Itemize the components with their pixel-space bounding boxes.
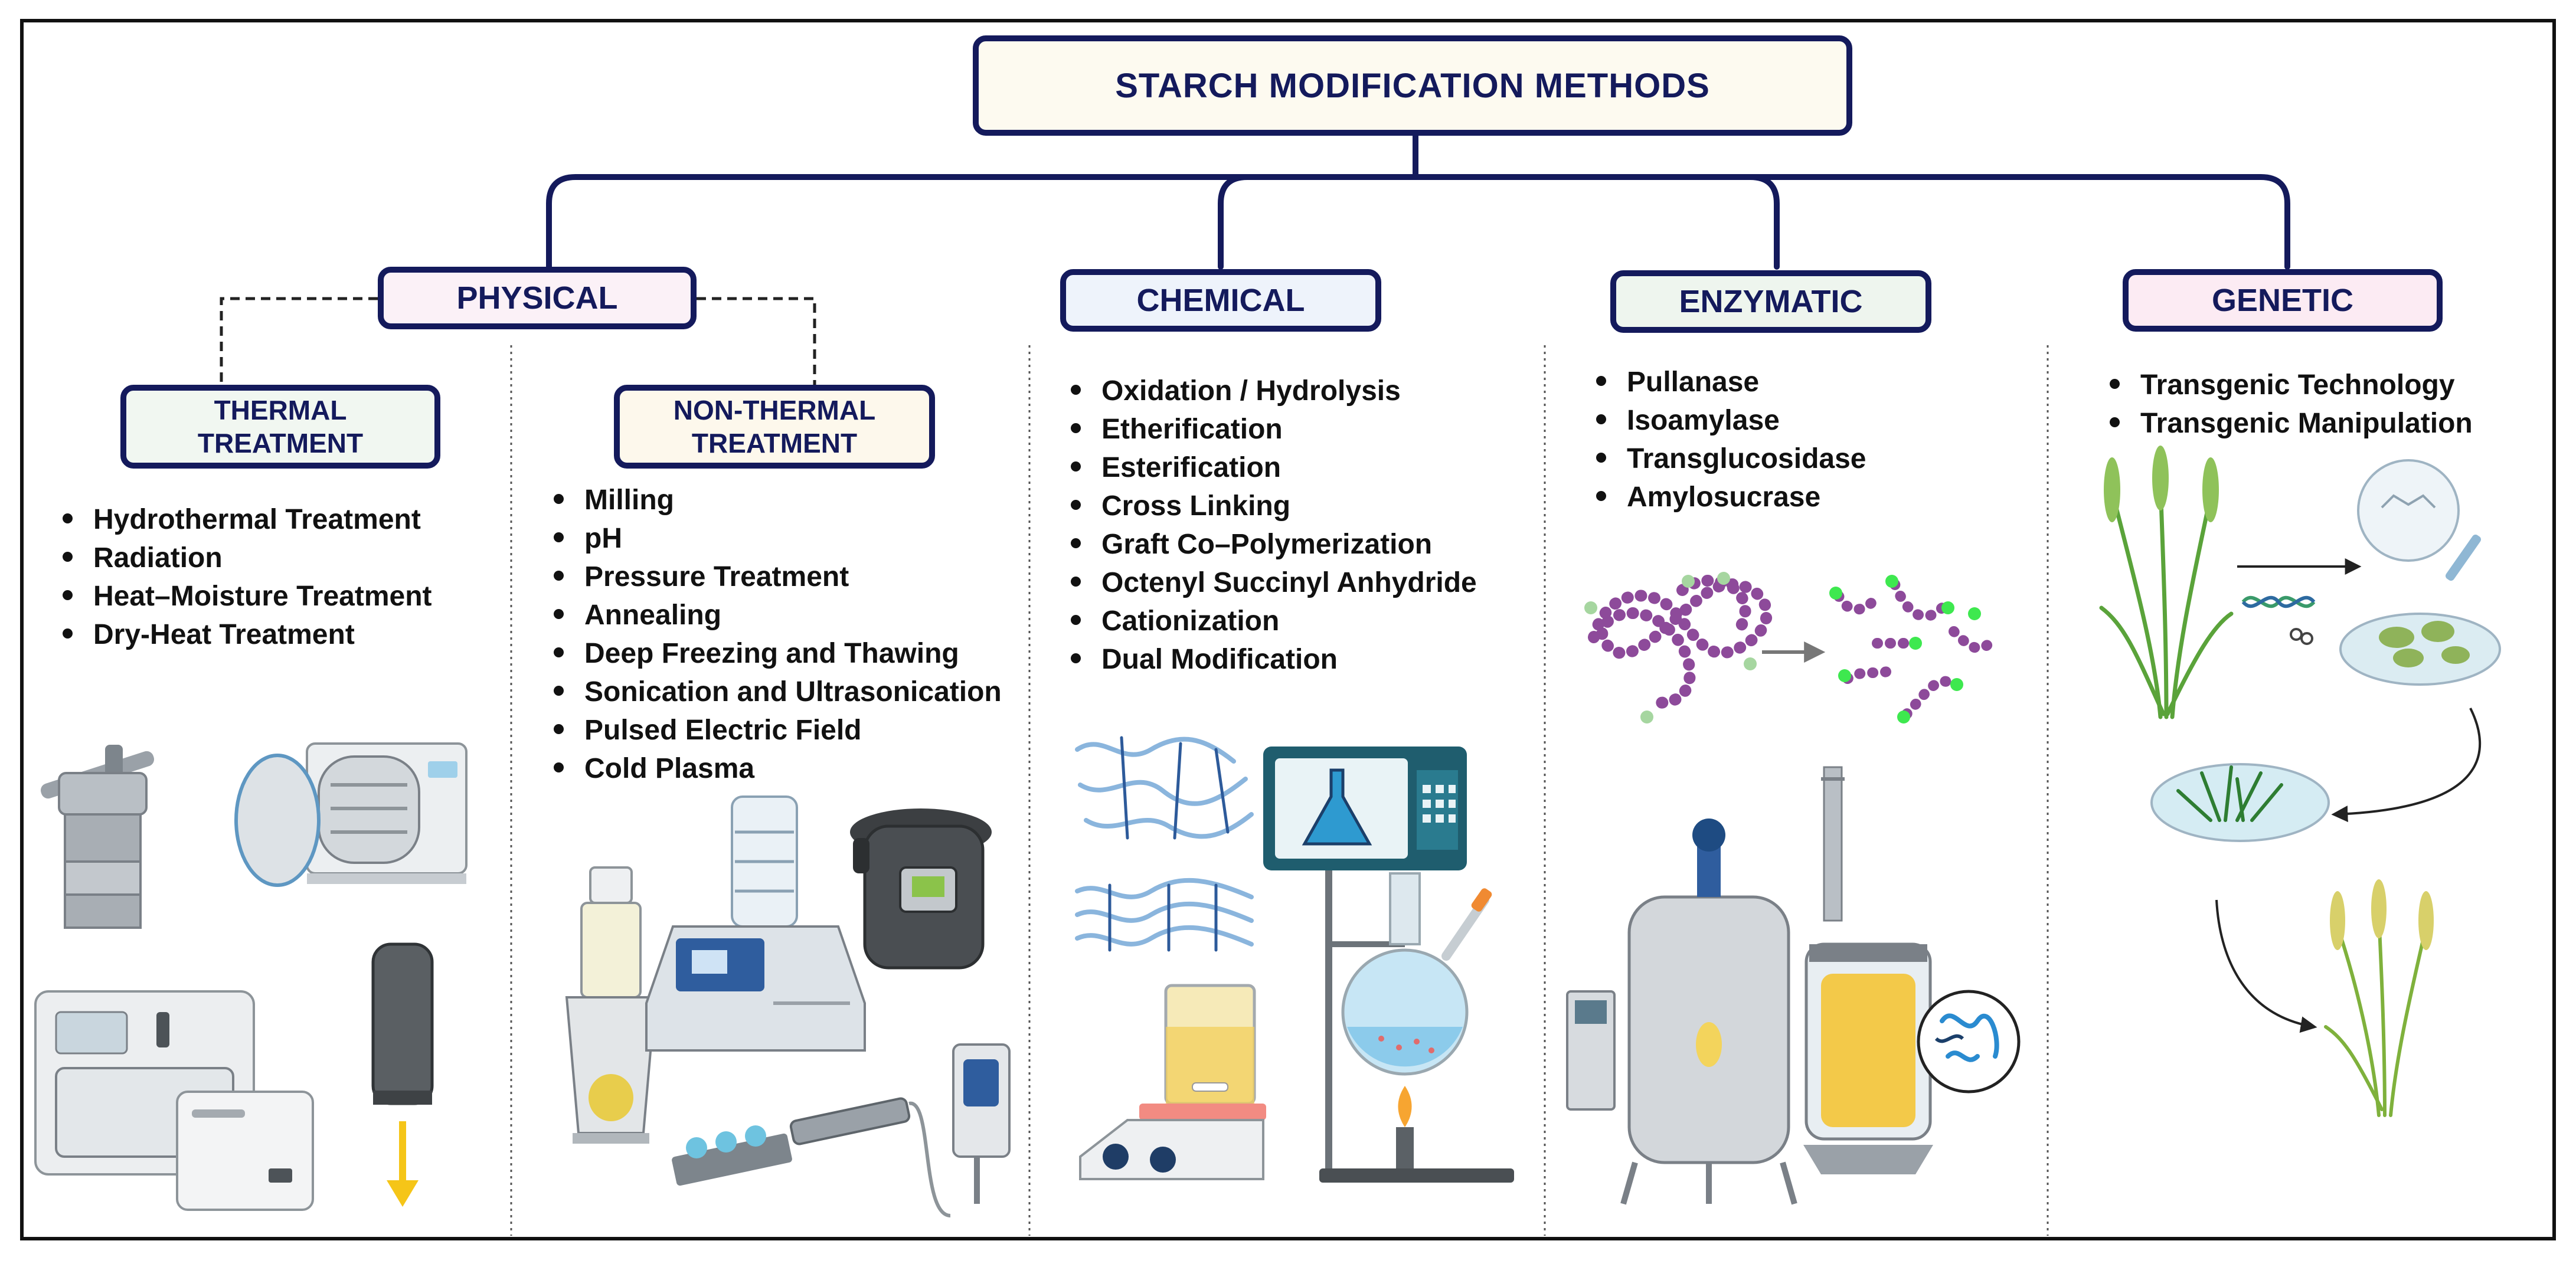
autoclave-icon [234, 742, 468, 887]
chemical-method-item: Etherification [1067, 410, 1477, 448]
nonthermal-method-item: Deep Freezing and Thawing [550, 634, 1002, 673]
regeneration-arrow [2331, 708, 2482, 823]
debranched-chain-icon [1829, 575, 1995, 723]
enzyme-icon [1917, 990, 2021, 1094]
enzymatic-method-item: Amylosucrase [1593, 478, 1866, 516]
glass-bioreactor-icon [1803, 766, 1933, 1174]
round-flask-burner-icon [1319, 870, 1514, 1183]
dashed-connector-thermal [220, 297, 378, 385]
subcategory-thermal-box: THERMAL TREATMENT [120, 385, 440, 469]
petri-dish-callus-icon [2339, 459, 2501, 686]
figure-frame [20, 19, 2556, 1240]
enzymatic-method-item: Transglucosidase [1593, 440, 1866, 478]
chemical-method-item: Graft Co–Polymerization [1067, 525, 1477, 564]
wheat-plant-icon [2099, 446, 2234, 719]
main-title: STARCH MODIFICATION METHODS [1115, 66, 1710, 105]
thermal-method-item: Radiation [59, 539, 432, 577]
chemical-method-item: Cationization [1067, 602, 1477, 640]
nonthermal-method-item: Sonication and Ultrasonication [550, 673, 1002, 711]
pressure-cooker-icon [850, 808, 992, 970]
nonthermal-method-item: Annealing [550, 596, 1002, 634]
branch-connector-chemical [1218, 174, 1250, 270]
category-physical-label: PHYSICAL [456, 280, 618, 316]
subcategory-nonthermal-label: NON-THERMAL TREATMENT [673, 395, 876, 459]
genetic-method-item: Transgenic Manipulation [2106, 404, 2473, 443]
category-enzymatic-box: ENZYMATIC [1610, 270, 1931, 333]
chemical-method-item: Oxidation / Hydrolysis [1067, 372, 1477, 410]
dashed-connector-nonthermal [697, 297, 816, 385]
thermal-method-item: Dry-Heat Treatment [59, 616, 432, 654]
chemical-method-item: Cross Linking [1067, 487, 1477, 525]
subcategory-nonthermal-box: NON-THERMAL TREATMENT [614, 385, 935, 469]
crosslinked-polymer-icon [1075, 736, 1254, 952]
branch-connector-physical [546, 174, 1750, 270]
ultrasonic-probe-icon [672, 1043, 1011, 1217]
genetic-method-item: Transgenic Technology [2106, 366, 2473, 404]
homogenizer-icon [565, 866, 657, 1144]
transgenic-wheat-icon [2324, 879, 2434, 1117]
category-genetic-box: GENETIC [2123, 269, 2443, 332]
chemical-method-item: Dual Modification [1067, 640, 1477, 679]
nonthermal-method-item: Milling [550, 481, 1002, 519]
chemical-method-item: Octenyl Succinyl Anhydride [1067, 564, 1477, 602]
pressure-vessel-icon [40, 745, 155, 929]
enzymatic-method-item: Pullanase [1593, 363, 1866, 401]
petri-dish-seedling-icon [2150, 763, 2330, 842]
industrial-bioreactor-icon [1566, 819, 1797, 1205]
thermal-method-item: Heat–Moisture Treatment [59, 577, 432, 616]
category-physical-box: PHYSICAL [378, 267, 697, 329]
category-chemical-box: CHEMICAL [1060, 269, 1381, 332]
microwave-synthesis-icon [1263, 747, 1467, 870]
nonthermal-method-item: Pulsed Electric Field [550, 711, 1002, 749]
main-title-box: STARCH MODIFICATION METHODS [973, 35, 1852, 136]
category-genetic-label: GENETIC [2211, 283, 2354, 318]
nonthermal-method-item: Pressure Treatment [550, 558, 1002, 596]
amylose-branch-points [1584, 572, 1757, 723]
thermal-method-item: Hydrothermal Treatment [59, 500, 432, 539]
category-chemical-label: CHEMICAL [1136, 283, 1305, 318]
growth-arrow [2215, 899, 2317, 1033]
nonthermal-method-item: pH [550, 519, 1002, 558]
freeze-dryer-icon [645, 795, 866, 1052]
dna-scissors-icon [2241, 595, 2316, 645]
hot-plate-stirrer-icon [1079, 984, 1266, 1180]
amylose-chain-icon [1588, 574, 1773, 709]
irradiation-lamp-icon [371, 942, 434, 1207]
microwave-reactor-icon [34, 990, 314, 1211]
branch-connector-genetic [1744, 174, 2290, 270]
subcategory-thermal-label: THERMAL TREATMENT [197, 395, 364, 459]
enzymatic-method-item: Isoamylase [1593, 401, 1866, 440]
category-enzymatic-label: ENZYMATIC [1679, 284, 1863, 319]
chemical-method-item: Esterification [1067, 448, 1477, 487]
nonthermal-method-item: Cold Plasma [550, 749, 1002, 788]
